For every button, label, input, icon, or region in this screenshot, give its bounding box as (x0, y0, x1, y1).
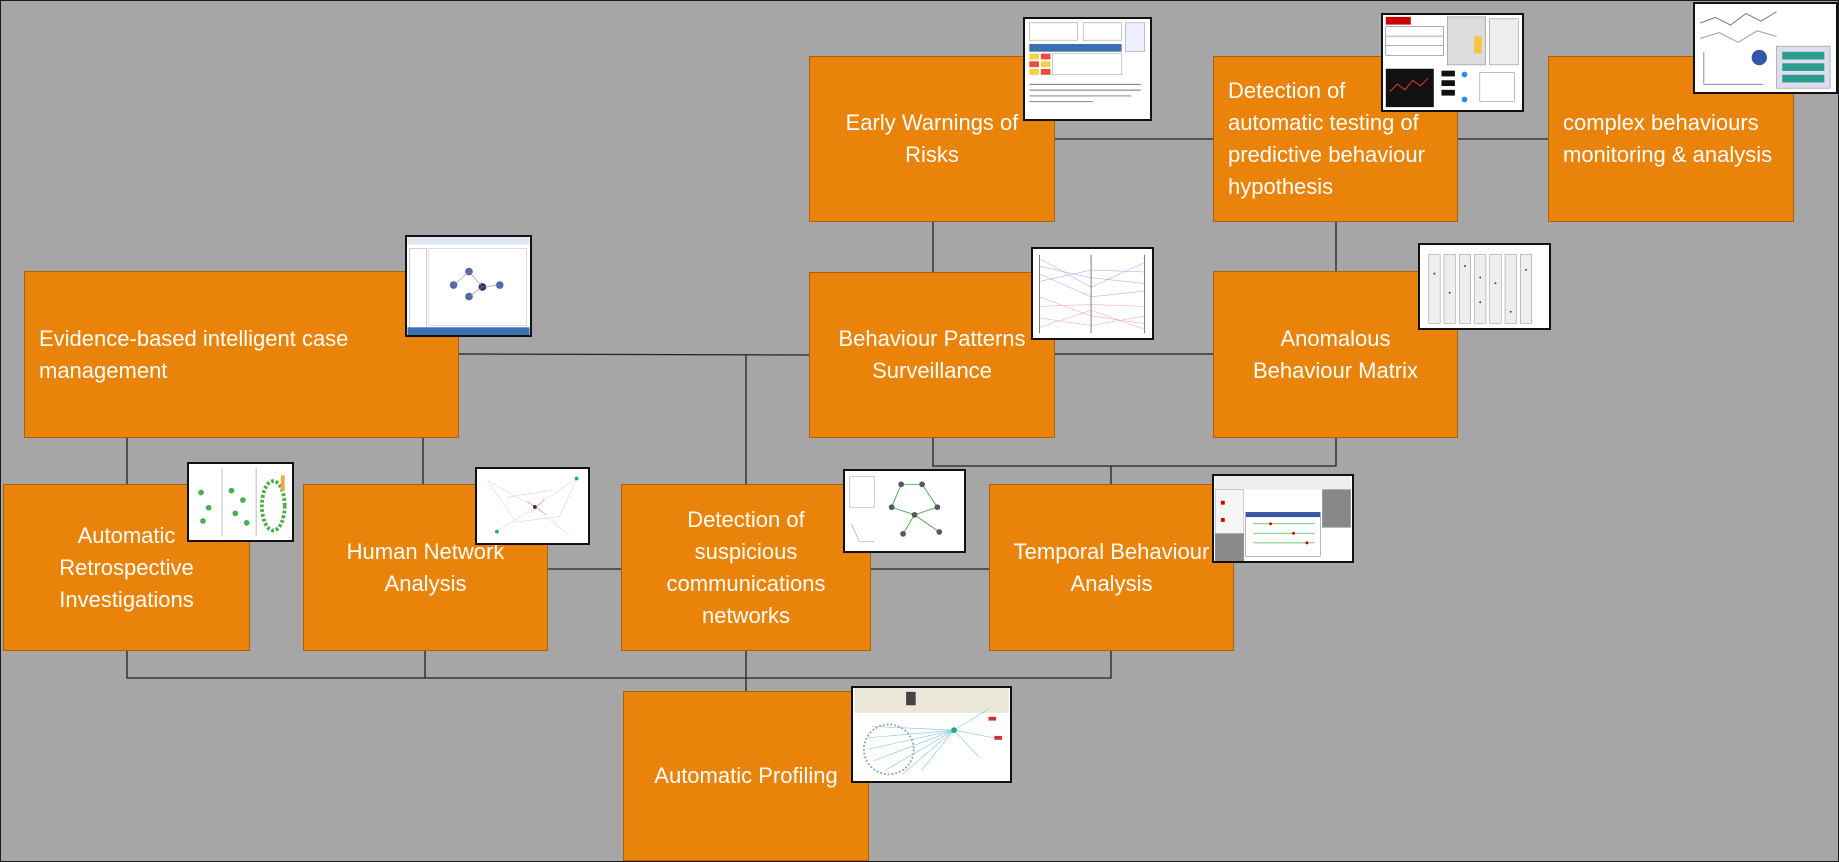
thumbnail-early-warnings-table (1023, 17, 1152, 121)
detection-testing-label: Detection of automatic testing of predic… (1228, 78, 1425, 199)
thumbnail-patterns-parallel (1031, 247, 1154, 340)
thumbnail-temporal-timeline (1212, 474, 1354, 563)
human-network-label: Human Network Analysis (346, 538, 505, 596)
thumbnail-case-management (405, 235, 532, 337)
thumbnail-human-network (475, 467, 590, 545)
thumbnail-profiling-graph (851, 686, 1012, 783)
profiling-label: Automatic Profiling (654, 763, 838, 788)
thumbnail-testing-dashboard (1381, 13, 1524, 112)
early-warnings-label: Early Warnings of Risks (845, 110, 1019, 167)
suspicious-comms-box[interactable]: Detection of suspicious communications n… (621, 484, 871, 651)
behaviour-patterns-box[interactable]: Behaviour Patterns Surveillance (809, 272, 1055, 438)
thumbnail-complex-charts (1693, 2, 1838, 94)
evidence-case-box[interactable]: Evidence-based intelligent case manageme… (24, 271, 459, 438)
temporal-label: Temporal Behaviour Analysis (1013, 538, 1210, 596)
profiling-box[interactable]: Automatic Profiling (623, 691, 869, 861)
thumbnail-retrospective-groups (187, 462, 294, 542)
anomalous-matrix-box[interactable]: Anomalous Behaviour Matrix (1213, 271, 1458, 438)
early-warnings-box[interactable]: Early Warnings of Risks (809, 56, 1055, 222)
evidence-case-label: Evidence-based intelligent case manageme… (39, 325, 349, 383)
suspicious-comms-label: Detection of suspicious communications n… (666, 506, 826, 628)
connector-bottom-bus (126, 651, 1112, 679)
connector-evidence-patterns (458, 353, 810, 356)
complex-behaviours-label: complex behaviours monitoring & analysis (1563, 110, 1773, 167)
anomalous-matrix-label: Anomalous Behaviour Matrix (1252, 325, 1419, 383)
retrospective-label: Automatic Retrospective Investigations (59, 522, 194, 612)
behaviour-patterns-label: Behaviour Patterns Surveillance (838, 326, 1026, 383)
retrospective-box[interactable]: Automatic Retrospective Investigations (3, 484, 250, 651)
connector-patterns-anomalous-bottom (932, 438, 1337, 467)
temporal-box[interactable]: Temporal Behaviour Analysis (989, 484, 1234, 651)
thumbnail-comms-network (843, 469, 966, 553)
thumbnail-anomalous-matrix (1418, 243, 1551, 330)
